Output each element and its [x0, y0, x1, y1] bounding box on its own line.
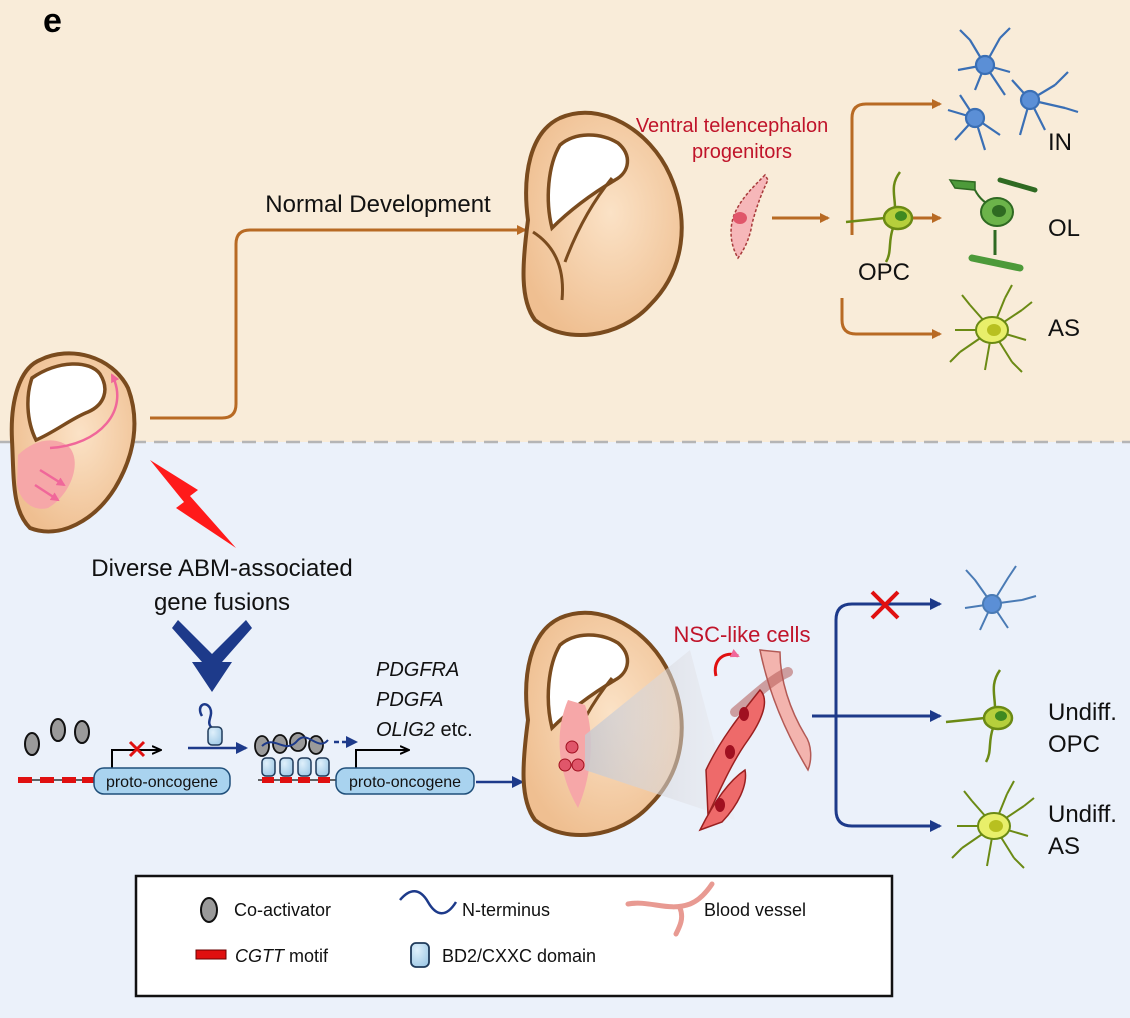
branch-arrow-as [840, 298, 942, 339]
legend-box [134, 874, 894, 998]
fusion-label-line1: Diverse ABM-associated [91, 555, 352, 582]
tss-arrow-left [111, 750, 160, 768]
progenitor-label-line1: Ventral telencephalon [636, 115, 828, 137]
outcome-ol-label: OL [1048, 215, 1080, 242]
telencephalon-section-top [521, 110, 684, 338]
tss-arrow-right [355, 750, 408, 768]
undiff-astrocyte-icon [951, 780, 1035, 869]
proto-oncogene-label-left: proto-oncogene [106, 774, 218, 791]
fusion-protein-icon [198, 703, 223, 746]
fusion-label-line2: gene fusions [154, 589, 290, 616]
proto-oncogene-box-right [335, 767, 475, 795]
interneuron-cluster-icon [947, 27, 1079, 151]
bottom-branch-arrow-as [834, 716, 942, 832]
legend-coactivator-label: Co-activator [234, 900, 331, 920]
undiff-opc-label-line2: OPC [1048, 731, 1100, 758]
undiff-as-label-line2: AS [1048, 833, 1080, 860]
merging-arrow-icon [172, 620, 252, 692]
target-gene-1: PDGFRA [376, 659, 459, 681]
legend-bd2-label: BD2/CXXC domain [442, 946, 596, 966]
legend-cgtt-icon [195, 949, 227, 960]
legend-bd2-icon [410, 942, 430, 968]
bottom-branch-arrow-in [834, 598, 942, 716]
legend-cgtt-label: CGTT motif [235, 946, 329, 966]
astrocyte-icon [949, 284, 1033, 373]
lightning-bolt-icon [150, 460, 236, 548]
outcome-as-label: AS [1048, 315, 1080, 342]
embryonic-brain-icon [9, 351, 137, 534]
target-gene-3: OLIG2 etc. [376, 719, 473, 741]
normal-development-label: Normal Development [265, 191, 491, 218]
outcome-in-label: IN [1048, 129, 1072, 156]
proto-oncogene-label-right: proto-oncogene [349, 774, 461, 791]
normal-development-arrow [150, 225, 527, 420]
branch-arrow-in [850, 99, 942, 235]
interneuron-bottom-icon [964, 565, 1037, 631]
undiff-opc-icon [945, 669, 1014, 763]
coactivator-free-icon [24, 718, 90, 756]
opc-cell-icon [845, 171, 914, 263]
oligodendrocyte-icon [948, 177, 1038, 272]
target-gene-2: PDGFA [376, 689, 443, 711]
legend-nterminus-icon [399, 890, 458, 915]
legend-blood-vessel-label: Blood vessel [704, 900, 806, 920]
legend-nterminus-label: N-terminus [462, 900, 550, 920]
proto-oncogene-box-left [93, 767, 231, 795]
progenitor-cell-icon [730, 173, 769, 260]
panel-letter: e [43, 2, 62, 40]
bound-fusion-complex-icon [254, 732, 336, 783]
magnification-cone [585, 650, 735, 820]
nsc-label: NSC-like cells [674, 622, 811, 647]
cgtt-motif-track-left [18, 777, 96, 783]
undiff-opc-label-line1: Undiff. [1048, 699, 1117, 726]
progenitor-label-line2: progenitors [692, 141, 792, 163]
opc-label: OPC [858, 259, 910, 286]
legend-blood-vessel-icon [625, 881, 715, 937]
nsc-cluster-icon [698, 648, 812, 832]
blocked-transcription-icon [128, 740, 146, 758]
undiff-as-label-line1: Undiff. [1048, 801, 1117, 828]
blocked-differentiation-icon [870, 590, 900, 620]
legend-coactivator-icon [200, 897, 218, 923]
